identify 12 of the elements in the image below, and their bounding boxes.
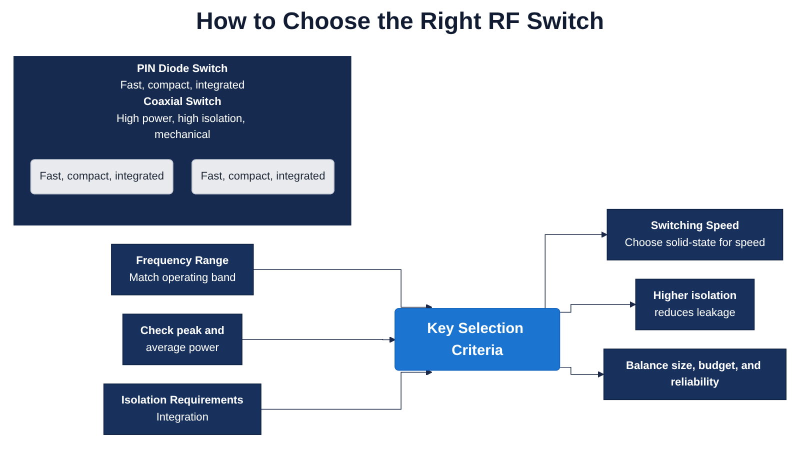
node-box: Frequency Range Match operating band — [111, 244, 254, 296]
node-box: Switching Speed Choose solid-state for speed — [606, 208, 784, 260]
arrow — [242, 336, 396, 343]
node-box: Higher isolation reduces leakage — [635, 278, 755, 330]
arrow — [260, 369, 432, 410]
diagram-title: How to Choose the Right RF Switch — [195, 8, 605, 36]
arrow — [560, 301, 636, 313]
node-box: Balance size, budget, and reliability — [603, 348, 786, 400]
node-box: Check peak and average power — [122, 314, 242, 366]
node-box: Isolation Requirements Integration — [103, 384, 262, 435]
arrow — [253, 269, 432, 310]
arrow — [560, 366, 604, 378]
